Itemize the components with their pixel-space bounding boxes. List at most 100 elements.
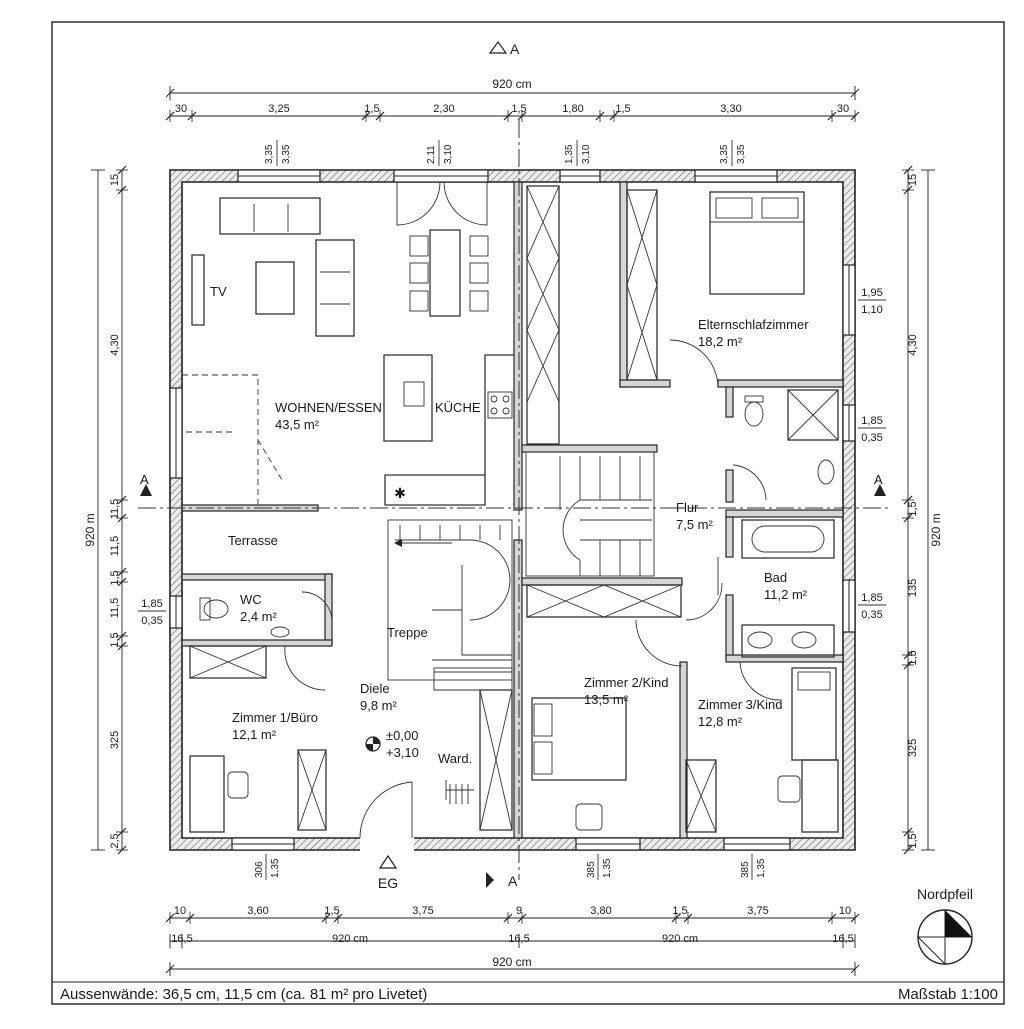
right-win-2-a: 1,85 — [861, 415, 882, 427]
bottom-seg-9: 10 — [839, 905, 851, 917]
top-seg-3: 1,5 — [364, 103, 379, 115]
top-seg-9: 30 — [837, 103, 849, 115]
bottom-mid-3: 16,5 — [508, 933, 529, 945]
bottom-seg-3: 1,5 — [324, 905, 339, 917]
bottom-win-1-a: 306 — [254, 861, 265, 878]
left-seg-3: 11,5 — [109, 499, 121, 520]
section-line: A A — [138, 120, 890, 880]
bottom-total-dimension: 920 cm — [492, 955, 531, 969]
room-zimmer2-area: 13,5 m² — [584, 692, 629, 707]
top-win-3-a: 1,35 — [564, 144, 575, 164]
windows — [169, 169, 856, 852]
bottom-mid-1: 16,5 — [171, 933, 192, 945]
bottom-dimensions: 306 1,35 385 1,35 385 1,35 10 3,60 1,5 3… — [165, 854, 860, 976]
bottom-seg-8: 3,75 — [747, 905, 768, 917]
room-wohnen-name: WOHNEN/ESSEN — [275, 400, 382, 415]
top-win-3-b: 3,10 — [581, 144, 592, 164]
top-total-dimension: 920 cm — [492, 77, 531, 91]
room-bad-area: 11,2 m² — [764, 587, 808, 602]
walls-note: Aussenwände: 36,5 cm, 11,5 cm (ca. 81 m²… — [60, 986, 427, 1003]
bottom-mid-5: 16,5 — [832, 933, 853, 945]
right-win-3-b: 0,35 — [861, 609, 882, 621]
top-seg-1: 30 — [175, 103, 187, 115]
bottom-win-1-b: 1,35 — [270, 858, 281, 878]
room-treppe: Treppe — [387, 625, 428, 640]
section-label-left: A — [140, 472, 149, 487]
room-terrasse: Terrasse — [228, 533, 278, 548]
right-total-dimension: 920 m — [929, 513, 943, 546]
bottom-seg-5: 9 — [516, 905, 522, 917]
exterior-walls — [169, 169, 856, 851]
left-seg-2: 4,30 — [109, 334, 121, 355]
top-win-1-a: 3,35 — [264, 144, 275, 164]
north-arrow-icon — [916, 909, 973, 966]
room-zimmer1-name: Zimmer 1/Büro — [232, 710, 318, 725]
north-arrow: Nordpfeil — [916, 886, 973, 966]
scale-label: Maßstab 1:100 — [898, 986, 998, 1003]
left-dimensions: 920 m 15 4,30 11,5 11,5 1,5 11,5 1,5 325… — [83, 165, 166, 855]
room-wohnen-area: 43,5 m² — [275, 417, 320, 432]
room-diele-area: 9,8 m² — [360, 698, 398, 713]
right-win-1-b: 1,10 — [861, 304, 882, 316]
entrance-marker: EG A — [378, 854, 518, 891]
bottom-seg-4: 3,75 — [412, 905, 433, 917]
section-label-top: A — [510, 41, 520, 57]
stair-right — [525, 451, 655, 577]
left-seg-6: 11,5 — [109, 598, 121, 619]
bottom-win-2-b: 1,35 — [602, 858, 613, 878]
room-ward: Ward. — [438, 751, 472, 766]
room-zimmer3-name: Zimmer 3/Kind — [698, 697, 783, 712]
level-b: +3,10 — [386, 745, 419, 760]
right-dimensions: 920 m 15 4,30 1,5 135 1,5 325 1,5 1,95 1… — [858, 165, 943, 855]
right-seg-6: 325 — [907, 739, 919, 757]
right-win-1-a: 1,95 — [861, 287, 882, 299]
left-seg-4: 11,5 — [109, 536, 121, 557]
right-seg-4: 135 — [907, 579, 919, 597]
room-flur-name: Flur — [676, 500, 699, 515]
top-win-2-b: 3,10 — [443, 144, 454, 164]
left-seg-5: 1,5 — [109, 570, 121, 585]
right-seg-2: 4,30 — [907, 334, 919, 355]
left-seg-9: 2,5 — [109, 833, 121, 848]
top-win-1-b: 3,35 — [281, 144, 292, 164]
svg-text:✱: ✱ — [394, 485, 406, 501]
bottom-mid-2: 920 cm — [332, 933, 368, 945]
room-labels: WOHNEN/ESSEN 43,5 m² KÜCHE Terrasse WC 2… — [228, 317, 809, 766]
room-zimmer1-area: 12,1 m² — [232, 727, 277, 742]
left-win-label-b: 0,35 — [141, 615, 162, 627]
section-label-bottom: A — [508, 873, 518, 889]
bottom-seg-6: 3,80 — [590, 905, 611, 917]
top-seg-6: 1,80 — [562, 103, 583, 115]
right-seg-5: 1,5 — [907, 650, 919, 665]
left-seg-1: 15 — [109, 174, 121, 186]
tv-label: TV — [210, 284, 227, 299]
room-zimmer3-area: 12,8 m² — [698, 714, 743, 729]
bottom-win-3-b: 1,35 — [756, 858, 767, 878]
top-seg-5: 1,5 — [511, 103, 526, 115]
bottom-seg-7: 1,5 — [672, 905, 687, 917]
room-bad-name: Bad — [764, 570, 787, 585]
right-seg-3: 1,5 — [907, 501, 919, 516]
level-a: ±0,00 — [386, 728, 418, 743]
left-seg-8: 325 — [109, 731, 121, 749]
room-wc-name: WC — [240, 592, 262, 607]
room-diele-name: Diele — [360, 681, 390, 696]
stair-left — [387, 519, 513, 691]
right-seg-7: 1,5 — [907, 833, 919, 848]
section-marker-top: A — [488, 40, 520, 57]
top-seg-2: 3,25 — [268, 103, 289, 115]
room-eltern-area: 18,2 m² — [698, 334, 743, 349]
left-win-label-a: 1,85 — [141, 598, 162, 610]
room-zimmer2-name: Zimmer 2/Kind — [584, 675, 669, 690]
right-seg-1: 15 — [907, 174, 919, 186]
left-seg-7: 1,5 — [109, 632, 121, 647]
bottom-mid-4: 920 cm — [662, 933, 698, 945]
top-seg-4: 2,30 — [433, 103, 454, 115]
room-eltern-name: Elternschlafzimmer — [698, 317, 809, 332]
right-win-3-a: 1,85 — [861, 592, 882, 604]
room-kueche: KÜCHE — [435, 400, 481, 415]
north-label: Nordpfeil — [917, 886, 973, 902]
right-win-2-b: 0,35 — [861, 432, 882, 444]
section-label-right: A — [874, 472, 883, 487]
